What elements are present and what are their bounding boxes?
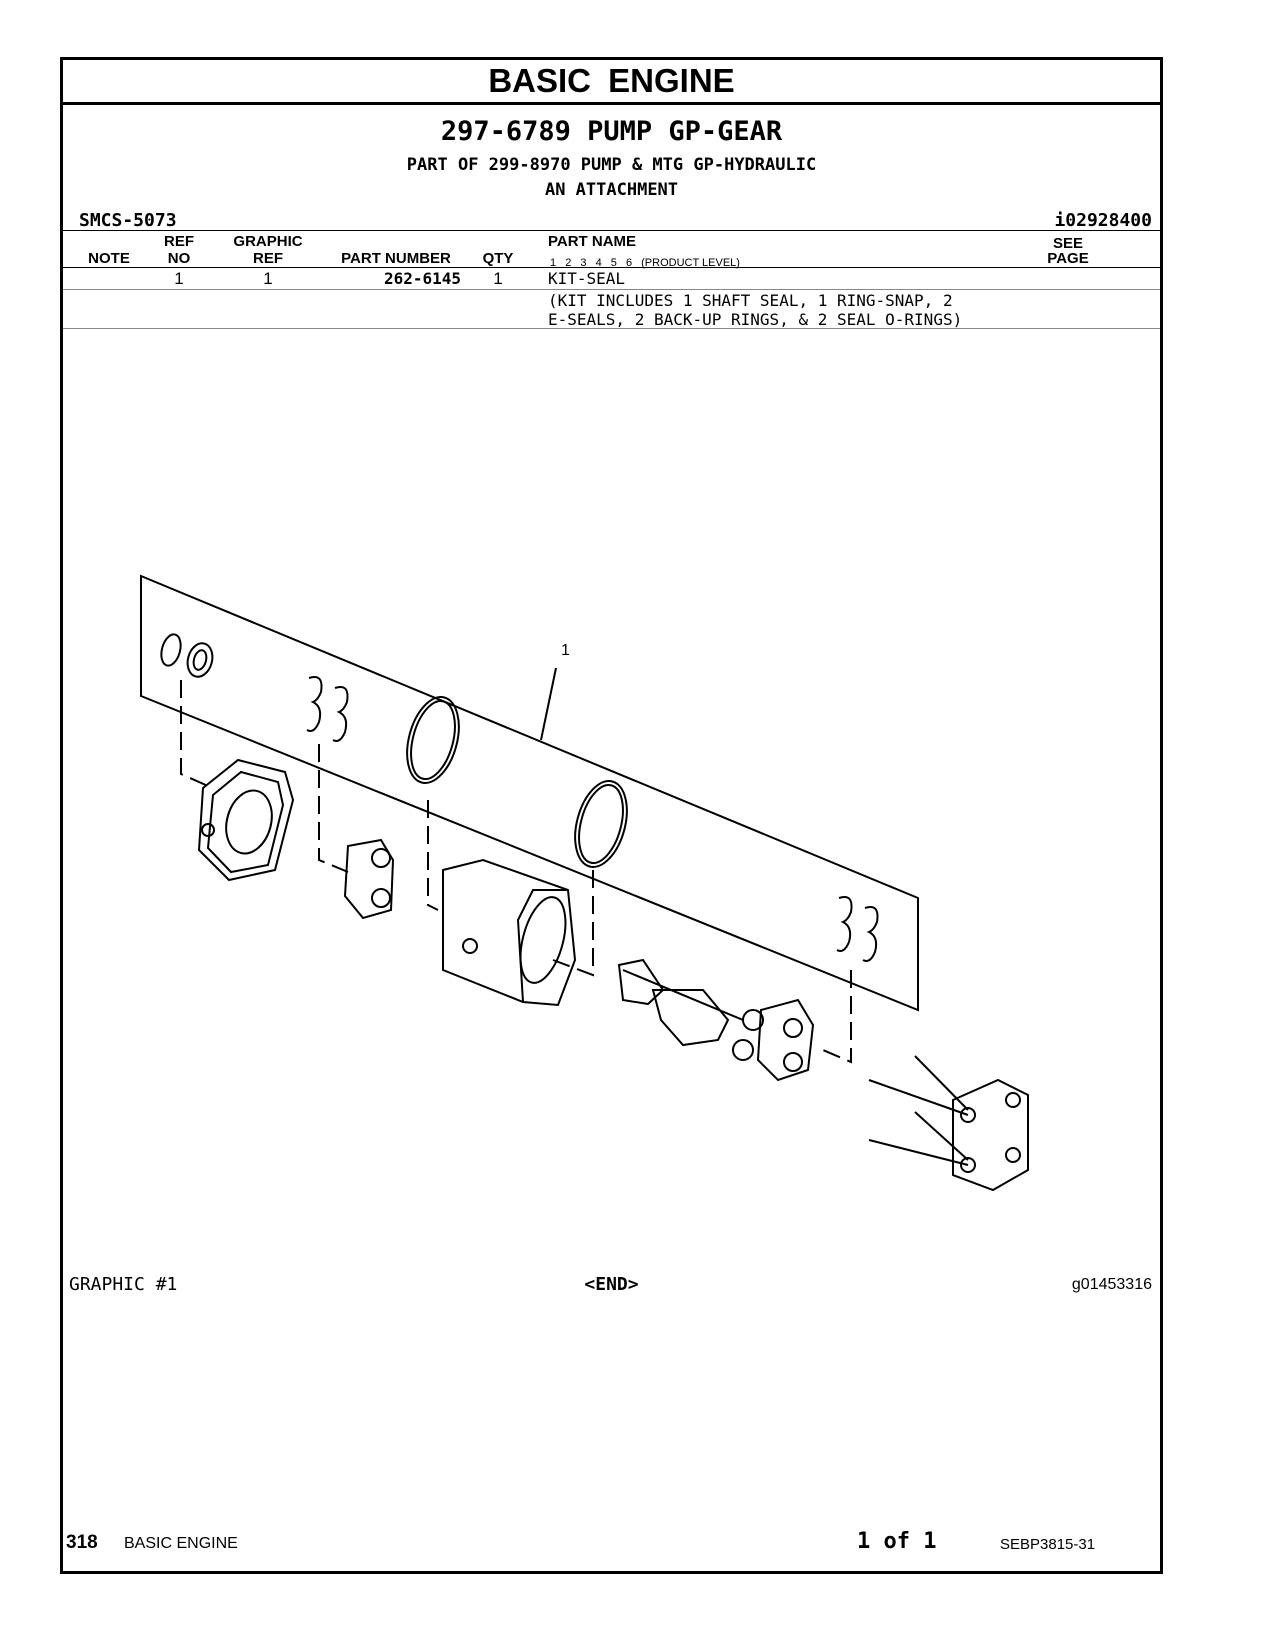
product-levels: 1 2 3 4 5 6 (PRODUCT LEVEL) xyxy=(550,257,740,269)
part-of-line: PART OF 299-8970 PUMP & MTG GP-HYDRAULIC xyxy=(406,155,817,175)
row-note-line-2: E-SEALS, 2 BACK-UP RINGS, & 2 SEAL O-RIN… xyxy=(548,310,963,329)
col-see-page-2: PAGE xyxy=(1047,250,1089,267)
row-part-name: KIT-SEAL xyxy=(548,269,626,288)
page-of: 1 of 1 xyxy=(857,1529,937,1554)
footer-section: BASIC ENGINE xyxy=(124,1535,238,1552)
row-rule xyxy=(63,289,1160,290)
row-note-line-1: (KIT INCLUDES 1 SHAFT SEAL, 1 RING-SNAP,… xyxy=(548,291,953,310)
exploded-view-illustration: 1 xyxy=(140,574,1029,1192)
doc-number: SEBP3815-31 xyxy=(1000,1536,1096,1553)
row-graphic-ref: 1 xyxy=(263,269,273,288)
row-part-number: 262-6145 xyxy=(383,269,461,288)
header-top-rule xyxy=(63,230,1160,231)
page-number: 318 xyxy=(66,1532,98,1553)
row-qty: 1 xyxy=(493,269,503,288)
col-ref-no-2: NO xyxy=(167,250,191,267)
col-part-number: PART NUMBER xyxy=(341,250,451,267)
graphic-id: g01453316 xyxy=(1071,1276,1152,1293)
end-marker: <END> xyxy=(584,1274,639,1295)
col-part-name: PART NAME xyxy=(548,233,637,250)
row-ref-no: 1 xyxy=(174,269,184,288)
smcs-code: SMCS-5073 xyxy=(79,210,177,231)
group-title: 297-6789 PUMP GP-GEAR xyxy=(440,116,783,147)
header-bottom-rule xyxy=(63,267,1160,268)
page-title: BASIC ENGINE xyxy=(63,60,1160,105)
graphic-label: GRAPHIC #1 xyxy=(69,1274,178,1295)
parts-page-frame: BASIC ENGINE 297-6789 PUMP GP-GEAR PART … xyxy=(60,57,1163,1574)
col-graphic-ref-2: REF xyxy=(253,250,283,267)
col-note: NOTE xyxy=(88,250,130,267)
attachment-line: AN ATTACHMENT xyxy=(544,180,679,200)
col-ref-no-1: REF xyxy=(164,233,194,250)
col-qty: QTY xyxy=(482,250,514,267)
col-see-page-1: SEE xyxy=(1052,235,1083,252)
callout-label: 1 xyxy=(561,642,570,659)
col-graphic-ref-1: GRAPHIC xyxy=(233,233,303,250)
illustration-ident: i02928400 xyxy=(1054,210,1152,231)
table-bottom-rule xyxy=(63,328,1160,329)
